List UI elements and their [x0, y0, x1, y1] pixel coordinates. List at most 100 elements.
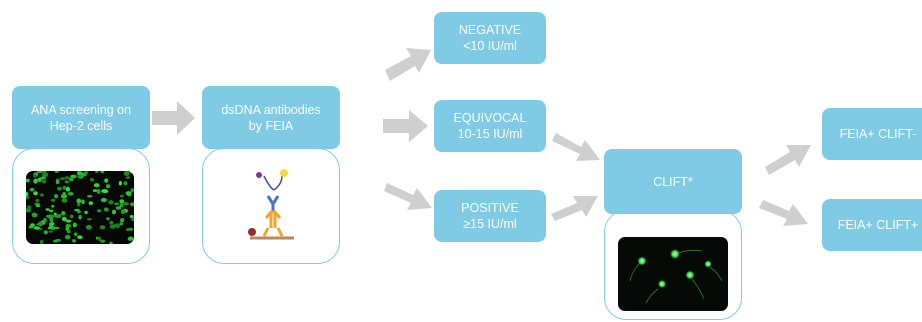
feia-clift-positive-box: FEIA+ CLIFT+ — [822, 199, 922, 251]
arrow-ana-to-dsdna — [152, 101, 195, 135]
cell-nucleus — [50, 198, 56, 202]
cell-nucleus — [100, 197, 107, 203]
ana-screening-box: ANA screening on Hep-2 cells — [12, 86, 150, 149]
crithidia-fluorescence-image — [618, 237, 728, 311]
equivocal-range: 10-15 IU/ml — [457, 127, 523, 141]
positive-label: POSITIVE — [461, 201, 519, 215]
cell-nucleus — [119, 203, 124, 208]
feia-clift-positive-label: FEIA+ CLIFT+ — [837, 218, 919, 232]
cell-nucleus — [103, 207, 109, 212]
cell-nucleus — [61, 211, 66, 216]
cell-nucleus — [34, 178, 38, 183]
cell-nucleus — [114, 202, 119, 206]
arrow-equivocal-to-clift — [552, 133, 600, 161]
cell-nucleus — [78, 214, 82, 220]
cell-nucleus — [130, 202, 134, 207]
cell-nucleus — [65, 226, 70, 231]
cell-nucleus — [109, 220, 114, 225]
dsdna-label-line1: dsDNA antibodies — [221, 102, 321, 117]
cell-nucleus — [122, 202, 129, 206]
cell-nucleus — [77, 235, 83, 239]
cell-nucleus — [100, 239, 106, 243]
cell-nucleus — [77, 202, 81, 207]
cell-nucleus — [64, 180, 69, 184]
cell-nucleus — [127, 236, 134, 241]
ana-screening-label-line1: ANA screening on — [30, 102, 132, 117]
cell-nucleus — [38, 221, 43, 227]
arrow-dsdna-to-negative — [385, 48, 431, 81]
cell-nucleus — [49, 209, 54, 213]
cell-nucleus — [40, 193, 44, 197]
cell-nucleus — [99, 225, 106, 230]
dsdna-antibodies-box: dsDNA antibodies by FEIA — [202, 86, 340, 149]
clift-box: CLIFT* — [604, 149, 742, 214]
cell-nucleus — [54, 226, 60, 230]
positive-range: ≥15 IU/ml — [463, 217, 517, 231]
antibody-binding-icon — [248, 169, 294, 240]
cell-nucleus — [62, 185, 67, 190]
cell-nucleus — [115, 206, 122, 210]
cell-nucleus — [127, 227, 134, 231]
cell-nucleus — [28, 225, 34, 229]
cell-nucleus — [105, 184, 111, 189]
ana-screening-label-line2: Hep-2 cells — [49, 118, 113, 133]
cell-nucleus — [120, 217, 125, 223]
cell-nucleus — [109, 241, 113, 244]
negative-label: NEGATIVE — [458, 23, 522, 37]
cell-nucleus — [130, 188, 134, 193]
cell-nucleus — [51, 204, 55, 208]
arrow-positive-to-clift — [551, 196, 598, 221]
cell-nucleus — [54, 214, 60, 218]
cell-nucleus — [108, 200, 114, 205]
cell-nucleus — [35, 198, 40, 203]
equivocal-box: EQUIVOCAL 10-15 IU/ml — [434, 100, 546, 152]
cell-nucleus — [90, 177, 94, 182]
cell-nucleus — [40, 239, 44, 244]
cell-nucleus — [123, 171, 130, 176]
equivocal-label: EQUIVOCAL — [453, 111, 527, 125]
cell-nucleus — [26, 195, 30, 200]
cell-nucleus — [48, 230, 53, 233]
cell-nucleus — [33, 191, 38, 196]
cell-nucleus — [125, 191, 132, 196]
cell-nucleus — [49, 222, 55, 226]
cell-nucleus — [96, 189, 101, 194]
cell-nucleus — [104, 178, 109, 183]
cell-nucleus — [101, 189, 108, 193]
dsdna-image-panel — [202, 148, 340, 264]
cell-nucleus — [72, 239, 76, 243]
cell-nucleus — [65, 234, 71, 240]
hep-2-cells-image — [26, 171, 134, 244]
cell-nucleus — [82, 173, 87, 177]
cell-nucleus — [119, 222, 124, 226]
cell-nucleus — [33, 174, 37, 178]
cell-nucleus — [47, 226, 53, 230]
cell-nucleus — [131, 217, 134, 222]
cell-nucleus — [55, 178, 60, 182]
cell-nucleus — [41, 171, 47, 173]
cell-nucleus — [31, 212, 38, 218]
cell-nucleus — [54, 171, 59, 174]
cell-nucleus — [26, 205, 32, 210]
feia-clift-negative-label: FEIA+ CLIFT- — [839, 127, 917, 141]
cell-nucleus — [65, 186, 70, 192]
cell-nucleus — [70, 174, 77, 179]
cell-nucleus — [100, 171, 105, 174]
cell-nucleus — [76, 198, 82, 204]
cell-nucleus — [111, 209, 117, 215]
cell-nucleus — [81, 199, 85, 205]
arrow-dsdna-to-equivocal — [383, 110, 428, 142]
cell-nucleus — [41, 172, 49, 178]
cell-nucleus — [26, 178, 30, 183]
cell-nucleus — [42, 218, 47, 223]
cell-nucleus — [87, 194, 93, 198]
cell-nucleus — [34, 202, 40, 206]
cell-nucleus — [95, 171, 99, 173]
cell-nucleus — [29, 187, 35, 192]
cell-nucleus — [88, 201, 93, 205]
cell-nucleus — [97, 236, 101, 241]
cell-nucleus — [92, 189, 98, 192]
cell-nucleus — [61, 216, 67, 222]
positive-box: POSITIVE ≥15 IU/ml — [434, 190, 546, 242]
